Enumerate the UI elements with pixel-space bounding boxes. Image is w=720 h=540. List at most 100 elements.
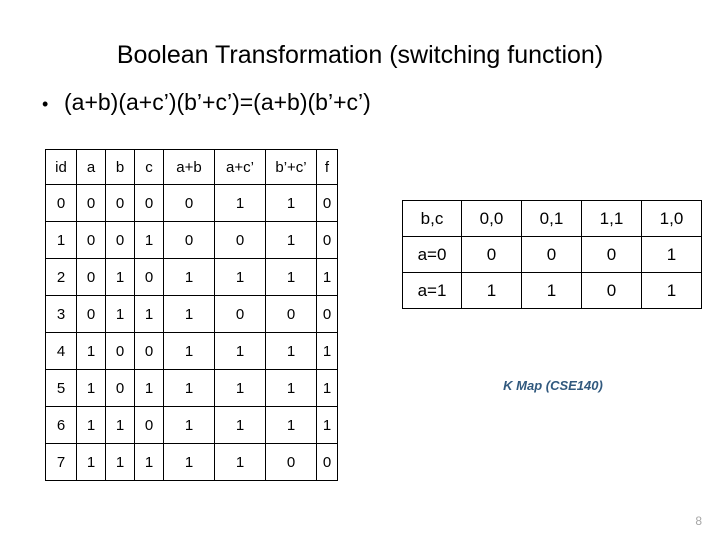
truth-table-header-row: id a b c a+b a+c’ b’+c’ f (45, 149, 338, 185)
truth-table-header-a-or-b: a+b (163, 149, 215, 185)
truth-table-header-a-or-cnot: a+c’ (214, 149, 266, 185)
bullet-marker-icon: • (42, 94, 49, 114)
kmap-column-header-01: 0,1 (521, 200, 582, 237)
truth-table-cell-b: 0 (105, 221, 135, 259)
kmap-cell: 1 (461, 272, 522, 309)
truth-table-cell-b: 0 (105, 184, 135, 222)
truth-table-cell-c: 0 (134, 184, 164, 222)
truth-table-cell-c: 0 (134, 406, 164, 444)
truth-table-cell-bnot-or-cnot: 1 (265, 258, 317, 296)
kmap-corner-label: b,c (402, 200, 462, 237)
truth-table-cell-a-or-b: 0 (163, 184, 215, 222)
truth-table-cell-f: 1 (316, 406, 338, 444)
kmap-cell: 1 (641, 236, 702, 273)
kmap-cell: 1 (641, 272, 702, 309)
truth-table-cell-id: 2 (45, 258, 77, 296)
truth-table-cell-a-or-b: 1 (163, 406, 215, 444)
truth-table-cell-b: 1 (105, 258, 135, 296)
truth-table-cell-id: 3 (45, 295, 77, 333)
truth-table-cell-a-or-cnot: 1 (214, 443, 266, 481)
truth-table-cell-f: 1 (316, 258, 338, 296)
truth-table-cell-f: 0 (316, 443, 338, 481)
truth-table-cell-a: 0 (76, 295, 106, 333)
truth-table-cell-a-or-cnot: 1 (214, 332, 266, 370)
kmap-column-header-00: 0,0 (461, 200, 522, 237)
truth-table-cell-a-or-cnot: 0 (214, 221, 266, 259)
kmap-cell: 0 (521, 236, 582, 273)
truth-table-cell-b: 1 (105, 406, 135, 444)
truth-table-cell-b: 0 (105, 332, 135, 370)
truth-table-cell-id: 7 (45, 443, 77, 481)
page-number: 8 (695, 514, 702, 528)
truth-table-cell-b: 1 (105, 295, 135, 333)
bullet-item-text: (a+b)(a+c’)(b’+c’)=(a+b)(b’+c’) (64, 89, 371, 115)
kmap-column-header-10: 1,0 (641, 200, 702, 237)
truth-table-cell-a-or-cnot: 0 (214, 295, 266, 333)
kmap-row-label: a=1 (402, 272, 462, 309)
truth-table-cell-bnot-or-cnot: 1 (265, 369, 317, 407)
truth-table-cell-a: 1 (76, 443, 106, 481)
kmap-cell: 0 (581, 236, 642, 273)
kmap-cell: 0 (581, 272, 642, 309)
truth-table-cell-a-or-b: 0 (163, 221, 215, 259)
truth-table-cell-bnot-or-cnot: 1 (265, 332, 317, 370)
truth-table-cell-b: 1 (105, 443, 135, 481)
truth-table-cell-a-or-b: 1 (163, 443, 215, 481)
truth-table-cell-bnot-or-cnot: 1 (265, 406, 317, 444)
truth-table-cell-a-or-cnot: 1 (214, 406, 266, 444)
kmap-cell: 1 (521, 272, 582, 309)
truth-table-cell-a: 0 (76, 184, 106, 222)
truth-table-cell-a: 1 (76, 406, 106, 444)
truth-table-cell-bnot-or-cnot: 1 (265, 221, 317, 259)
truth-table-cell-f: 0 (316, 184, 338, 222)
truth-table-cell-c: 1 (134, 443, 164, 481)
truth-table-cell-id: 1 (45, 221, 77, 259)
kmap-column-header-11: 1,1 (581, 200, 642, 237)
truth-table-cell-a-or-cnot: 1 (214, 258, 266, 296)
truth-table-cell-c: 1 (134, 369, 164, 407)
truth-table-header-id: id (45, 149, 77, 185)
truth-table-cell-f: 1 (316, 332, 338, 370)
bullet-item: • (a+b)(a+c’)(b’+c’)=(a+b)(b’+c’) (42, 88, 371, 118)
truth-table-cell-a: 1 (76, 332, 106, 370)
truth-table-cell-f: 1 (316, 369, 338, 407)
truth-table-cell-id: 6 (45, 406, 77, 444)
truth-table-header-f: f (316, 149, 338, 185)
truth-table-header-a: a (76, 149, 106, 185)
truth-table-cell-a: 1 (76, 369, 106, 407)
truth-table-cell-b: 0 (105, 369, 135, 407)
truth-table-cell-id: 5 (45, 369, 77, 407)
truth-table-cell-c: 0 (134, 332, 164, 370)
truth-table-cell-c: 1 (134, 295, 164, 333)
truth-table-cell-id: 0 (45, 184, 77, 222)
truth-table-cell-bnot-or-cnot: 1 (265, 184, 317, 222)
kmap-row-label: a=0 (402, 236, 462, 273)
truth-table-cell-a-or-b: 1 (163, 369, 215, 407)
kmap-header-row: b,c 0,0 0,1 1,1 1,0 (402, 200, 702, 237)
truth-table-cell-id: 4 (45, 332, 77, 370)
truth-table-cell-a: 0 (76, 221, 106, 259)
truth-table-cell-a-or-b: 1 (163, 258, 215, 296)
truth-table-header-bnot-or-cnot: b’+c’ (265, 149, 317, 185)
truth-table-cell-c: 0 (134, 258, 164, 296)
truth-table-header-b: b (105, 149, 135, 185)
page-title: Boolean Transformation (switching functi… (116, 41, 604, 69)
truth-table-header-c: c (134, 149, 164, 185)
truth-table-cell-a-or-b: 1 (163, 295, 215, 333)
truth-table-cell-a: 0 (76, 258, 106, 296)
truth-table-cell-c: 1 (134, 221, 164, 259)
truth-table-cell-f: 0 (316, 295, 338, 333)
